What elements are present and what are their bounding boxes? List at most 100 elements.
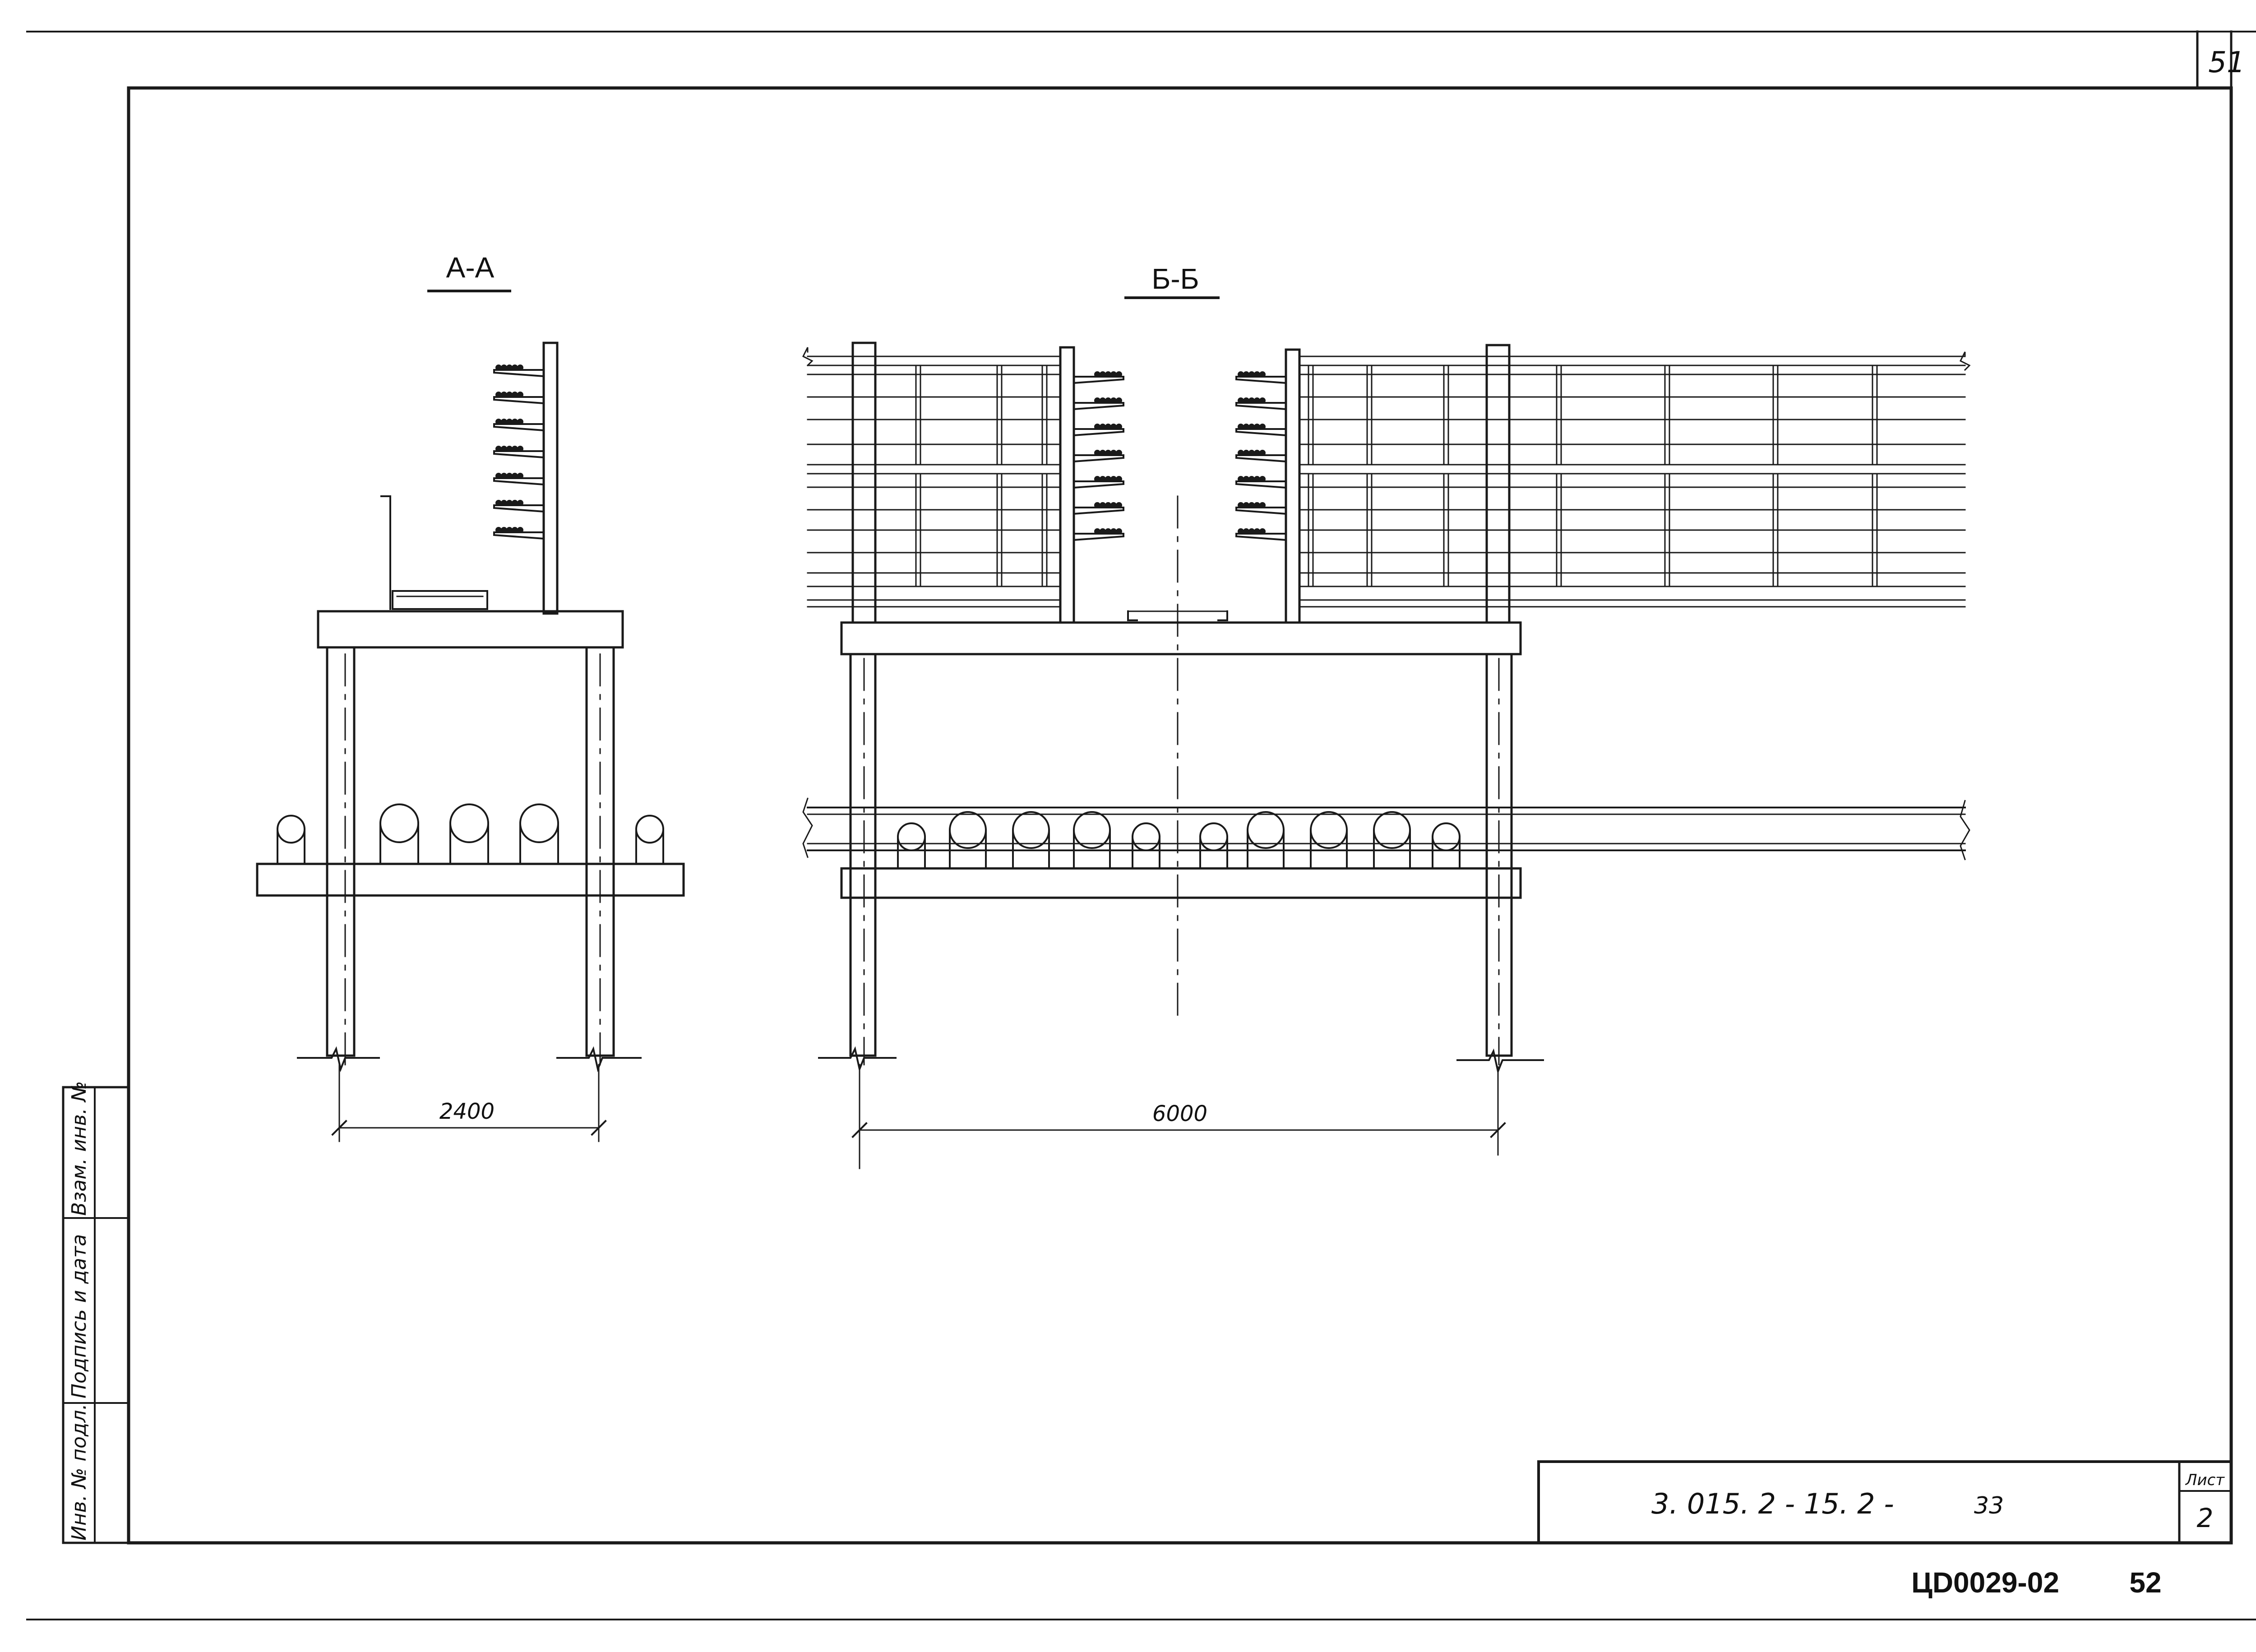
- cable-shelf: [493, 504, 545, 513]
- cable: [506, 473, 513, 479]
- aa-lower-beam: [256, 863, 685, 897]
- pipe: [277, 815, 305, 844]
- cable: [512, 365, 518, 371]
- cable-shelf: [1073, 402, 1124, 411]
- cable: [495, 365, 502, 371]
- cable: [1238, 528, 1244, 535]
- cable: [1259, 450, 1266, 456]
- cable: [1259, 397, 1266, 404]
- cable: [1254, 424, 1260, 430]
- pipe: [949, 811, 987, 849]
- aa-cable-tray: [392, 590, 488, 610]
- bb-mesh-left: [807, 355, 1061, 608]
- cable: [1105, 397, 1111, 404]
- cable-shelf: [1235, 454, 1287, 463]
- cable: [1254, 476, 1260, 482]
- title-block-sheet-label: Лист: [2185, 1471, 2225, 1489]
- cable: [1243, 476, 1249, 482]
- cable-shelf: [1235, 480, 1287, 489]
- pipe: [1073, 811, 1111, 849]
- cable: [501, 392, 507, 398]
- section-bb: Б-Б: [802, 263, 1971, 1169]
- drawing-frame: [127, 86, 2233, 1545]
- bb-post-3: [1285, 348, 1301, 624]
- cable: [495, 392, 502, 398]
- cable: [1238, 424, 1244, 430]
- pipe: [1012, 811, 1050, 849]
- cable: [1243, 528, 1249, 535]
- cable: [1259, 476, 1266, 482]
- cable: [1243, 424, 1249, 430]
- cable: [1116, 502, 1122, 508]
- cable-shelf: [1073, 428, 1124, 437]
- cable: [512, 473, 518, 479]
- aa-small-bracket: [380, 495, 391, 610]
- cable: [1094, 397, 1100, 404]
- cable: [517, 446, 523, 452]
- pipe: [1199, 822, 1228, 851]
- bb-top-beam: [840, 621, 1522, 655]
- cable: [512, 446, 518, 452]
- aa-rack-post: [542, 341, 559, 615]
- page-number-bottom: 52: [2129, 1566, 2161, 1599]
- page-number-box: 51: [2196, 30, 2245, 89]
- cable: [1105, 450, 1111, 456]
- bb-break-upper-left: [802, 347, 814, 367]
- cable-shelf: [1073, 507, 1124, 515]
- cable: [501, 419, 507, 425]
- cable: [1116, 424, 1122, 430]
- cable-shelf: [1235, 533, 1287, 541]
- aa-pipes: [277, 803, 664, 865]
- pipe: [897, 822, 926, 851]
- cable-shelf: [1073, 376, 1124, 384]
- cable: [1094, 424, 1100, 430]
- cable-shelf: [493, 396, 545, 405]
- cable: [512, 527, 518, 533]
- cable: [1100, 528, 1106, 535]
- pipe: [1373, 811, 1411, 849]
- cable: [1243, 397, 1249, 404]
- cable: [1238, 502, 1244, 508]
- cable-shelf: [1073, 533, 1124, 541]
- bb-post-4: [1485, 344, 1511, 624]
- cable: [1110, 476, 1117, 482]
- bb-break-right: [1456, 1048, 1544, 1075]
- cable: [1116, 450, 1122, 456]
- cable-shelf: [1235, 507, 1287, 515]
- cable: [495, 419, 502, 425]
- cable: [1105, 528, 1111, 535]
- cable-shelf: [493, 531, 545, 540]
- cable: [1100, 476, 1106, 482]
- cable-shelf: [493, 450, 545, 459]
- cable: [1254, 397, 1260, 404]
- cable: [512, 419, 518, 425]
- pipe: [635, 815, 664, 844]
- cable: [1254, 371, 1260, 378]
- cable: [517, 527, 523, 533]
- cable: [1248, 502, 1255, 508]
- cable-shelf: [493, 369, 545, 378]
- cable: [1116, 371, 1122, 378]
- pipe: [1432, 822, 1461, 851]
- cable: [1094, 502, 1100, 508]
- pipe: [1310, 811, 1348, 849]
- cable: [506, 365, 513, 371]
- cable: [517, 473, 523, 479]
- cable: [506, 446, 513, 452]
- bb-shelves-left-of-gap: [1073, 371, 1124, 541]
- cable: [1110, 397, 1117, 404]
- cable: [501, 500, 507, 506]
- cable: [495, 527, 502, 533]
- aa-break-right: [556, 1046, 642, 1072]
- cable-shelf: [493, 423, 545, 432]
- cable: [1110, 450, 1117, 456]
- cable: [512, 392, 518, 398]
- bb-break-upper-right: [1959, 351, 1971, 371]
- page-number-top: 51: [2208, 46, 2245, 79]
- pipe: [379, 803, 419, 843]
- cable: [501, 473, 507, 479]
- cable: [1259, 371, 1266, 378]
- cable: [1248, 397, 1255, 404]
- cable: [1100, 502, 1106, 508]
